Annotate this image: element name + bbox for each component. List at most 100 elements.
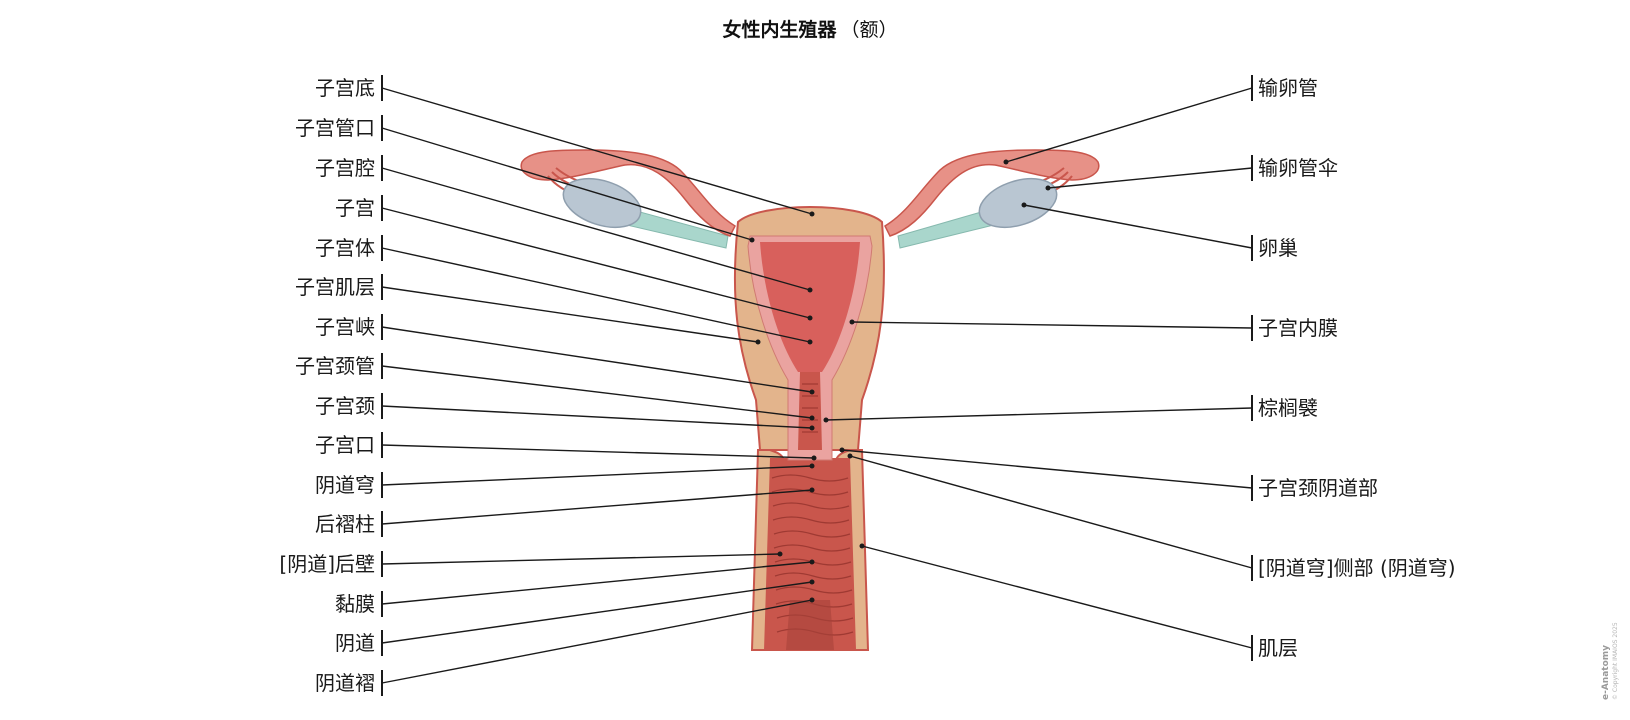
label-left-13: 黏膜: [335, 559, 815, 617]
label-text: 棕榈襞: [1258, 396, 1318, 420]
uterine-cavity: [760, 242, 860, 372]
leader-line: [841, 449, 1253, 489]
left-fallopian-tube: [520, 149, 736, 237]
label-left-12: [阴道]后壁: [279, 551, 783, 577]
target-dot: [755, 339, 761, 345]
title-main: 女性内生殖器: [722, 18, 837, 41]
leader-line: [381, 286, 759, 343]
label-text: 子宫内膜: [1258, 316, 1338, 340]
leader-line: [381, 87, 813, 215]
leader-line: [1023, 204, 1253, 249]
label-text: 阴道褶: [315, 671, 375, 695]
target-dot: [847, 453, 853, 459]
vaginal-rugae: [771, 474, 854, 636]
label-left-11: 后褶柱: [315, 487, 815, 537]
label-left-4: 子宫体: [315, 235, 813, 345]
label-right-0: 输卵管: [1003, 75, 1318, 165]
label-text: [阴道]后壁: [279, 552, 375, 576]
leader-line: [825, 407, 1253, 421]
target-dot: [849, 319, 855, 325]
left-ovary: [562, 177, 642, 229]
target-dot: [749, 237, 755, 243]
label-left-7: 子宫颈管: [295, 353, 815, 421]
label-text: 输卵管: [1258, 76, 1318, 100]
target-dot: [859, 543, 865, 549]
page-title: 女性内生殖器（额）: [722, 18, 897, 41]
label-left-10: 阴道穹: [315, 463, 815, 498]
leader-line: [381, 489, 813, 525]
target-dot: [777, 551, 783, 557]
label-right-2: 卵巢: [1021, 202, 1298, 261]
label-text: 子宫底: [315, 76, 375, 100]
label-right-7: 肌层: [859, 543, 1298, 661]
target-dot: [823, 417, 829, 423]
target-dot: [809, 463, 815, 469]
right-ovary: [978, 177, 1058, 229]
right-fallopian-tube: [884, 149, 1100, 237]
label-right-5: 子宫颈阴道部: [839, 447, 1378, 501]
label-text: 子宫肌层: [295, 275, 375, 299]
label-right-6: [阴道穹]侧部 (阴道穹): [847, 453, 1456, 581]
label-text: 卵巢: [1258, 236, 1298, 260]
label-text: 子宫管口: [295, 116, 375, 140]
label-text: 肌层: [1258, 636, 1298, 660]
leader-line: [381, 444, 815, 459]
leader-line: [381, 553, 781, 565]
label-text: 子宫体: [315, 236, 375, 260]
leader-line: [381, 405, 813, 429]
label-right-3: 子宫内膜: [849, 315, 1338, 341]
watermark: e-Anatomy © Copyright IMAIOS 2025: [1601, 622, 1619, 700]
leader-line: [381, 127, 753, 241]
label-left-15: 阴道褶: [315, 597, 815, 696]
label-right-4: 棕榈襞: [823, 395, 1318, 423]
vaginal-lumen: [786, 600, 834, 650]
target-dot: [809, 389, 815, 395]
leader-line: [381, 247, 811, 343]
leader-line: [381, 326, 813, 393]
label-text: 子宫口: [315, 433, 375, 457]
label-left-3: 子宫: [335, 195, 813, 321]
label-text: 子宫颈: [315, 394, 375, 418]
label-text: [阴道穹]侧部 (阴道穹): [1258, 556, 1456, 580]
label-text: 后褶柱: [315, 512, 375, 536]
target-dot: [1045, 185, 1051, 191]
leader-line: [1005, 87, 1253, 163]
target-dot: [809, 559, 815, 565]
target-dot: [809, 211, 815, 217]
target-dot: [807, 339, 813, 345]
watermark-brand: e-Anatomy: [1601, 645, 1611, 700]
label-text: 黏膜: [335, 592, 375, 616]
leader-line: [381, 167, 811, 291]
title-sub: （额）: [841, 19, 898, 41]
cervical-canal: [798, 372, 822, 450]
label-left-2: 子宫腔: [315, 155, 813, 293]
palmate-folds: [802, 383, 818, 433]
target-dot: [809, 487, 815, 493]
label-left-9: 子宫口: [315, 432, 817, 461]
label-text: 子宫颈阴道部: [1258, 476, 1378, 500]
target-dot: [811, 455, 817, 461]
label-left-8: 子宫颈: [315, 393, 815, 431]
uterus-illustration: [520, 149, 1100, 651]
leader-line: [381, 561, 813, 605]
leader-line: [861, 545, 1253, 649]
label-left-0: 子宫底: [315, 75, 815, 217]
leader-line: [1047, 167, 1253, 189]
label-right-1: 输卵管伞: [1045, 155, 1338, 191]
target-dot: [807, 287, 813, 293]
target-dot: [807, 315, 813, 321]
leader-line: [381, 365, 813, 419]
label-text: 子宫颈管: [295, 354, 375, 378]
label-text: 输卵管伞: [1258, 156, 1338, 180]
label-text: 子宫: [335, 196, 375, 220]
target-dot: [809, 579, 815, 585]
label-left-14: 阴道: [335, 579, 815, 656]
label-text: 阴道: [335, 631, 375, 655]
watermark-copyright: © Copyright IMAIOS 2025: [1612, 622, 1619, 700]
label-left-6: 子宫峡: [315, 314, 815, 395]
target-dot: [809, 425, 815, 431]
target-dot: [809, 597, 815, 603]
